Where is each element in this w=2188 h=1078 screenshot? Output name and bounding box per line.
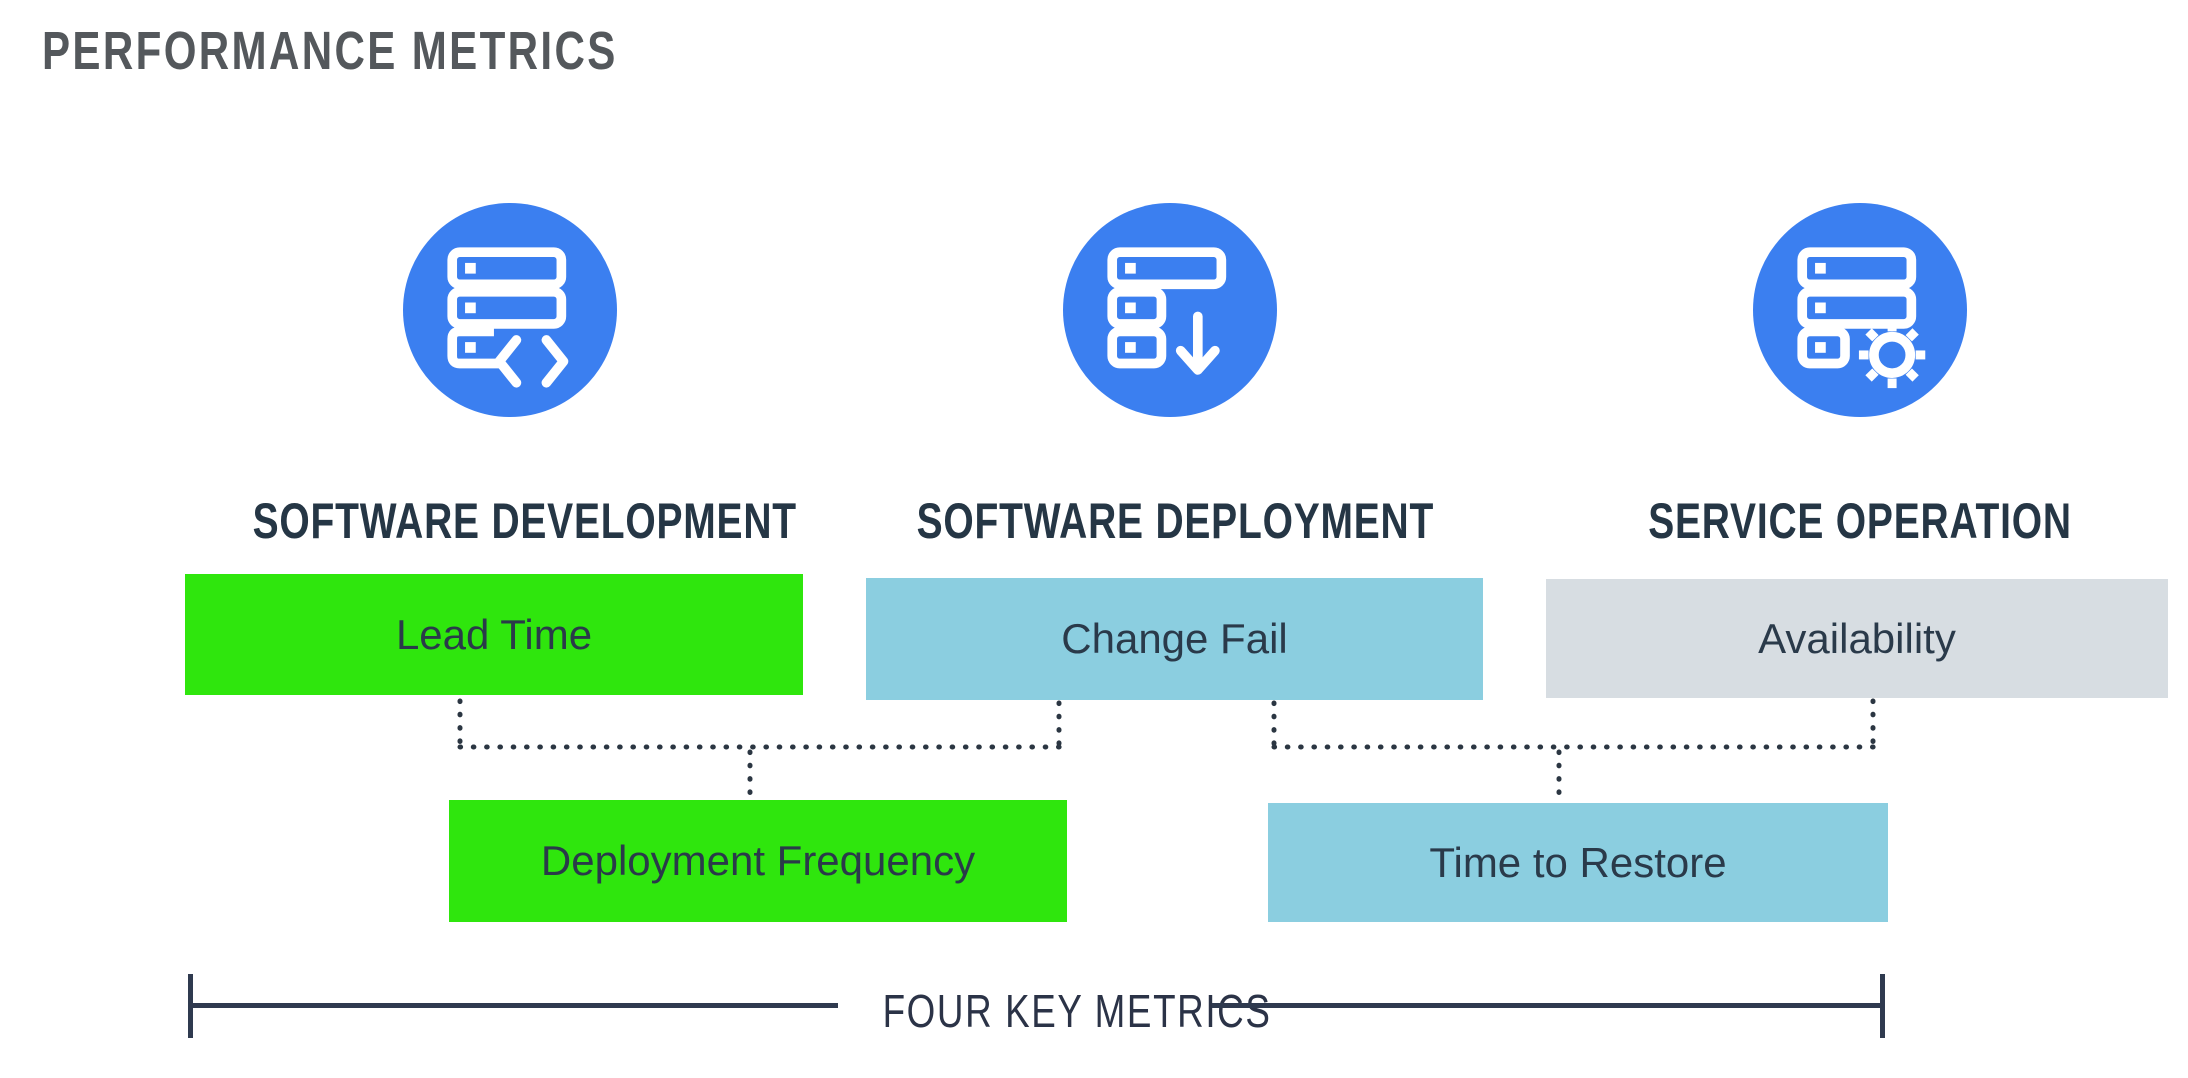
- bracket-line-right: [1212, 1003, 1883, 1008]
- metric-bar-time-to-restore: Time to Restore: [1268, 803, 1888, 922]
- four-key-metrics-label: FOUR KEY METRICS: [882, 985, 1272, 1037]
- column-heading-software-deployment: SOFTWARE DEPLOYMENT: [916, 493, 1435, 549]
- column-heading-software-development: SOFTWARE DEVELOPMENT: [252, 493, 797, 549]
- metric-label: Time to Restore: [1429, 838, 1727, 886]
- metric-bar-lead-time: Lead Time: [185, 574, 803, 695]
- column-heading-service-operation: SERVICE OPERATION: [1648, 493, 2072, 549]
- metric-label: Lead Time: [395, 610, 593, 658]
- server-code-icon: [403, 203, 617, 417]
- metric-label: Deployment Frequency: [540, 837, 976, 884]
- metric-bar-change-fail: Change Fail: [866, 578, 1483, 700]
- server-download-icon: [1063, 203, 1277, 417]
- metric-label: Change Fail: [1061, 615, 1288, 662]
- metric-label: Availability: [1758, 614, 1956, 662]
- server-gear-icon: [1753, 203, 1967, 417]
- page-title: PERFORMANCE METRICS: [42, 21, 618, 81]
- bracket-line-left: [190, 1003, 838, 1008]
- bracket-right-cap: [1880, 974, 1885, 1038]
- metric-bar-availability: Availability: [1546, 579, 2168, 698]
- metric-bar-deployment-frequency: Deployment Frequency: [449, 800, 1067, 922]
